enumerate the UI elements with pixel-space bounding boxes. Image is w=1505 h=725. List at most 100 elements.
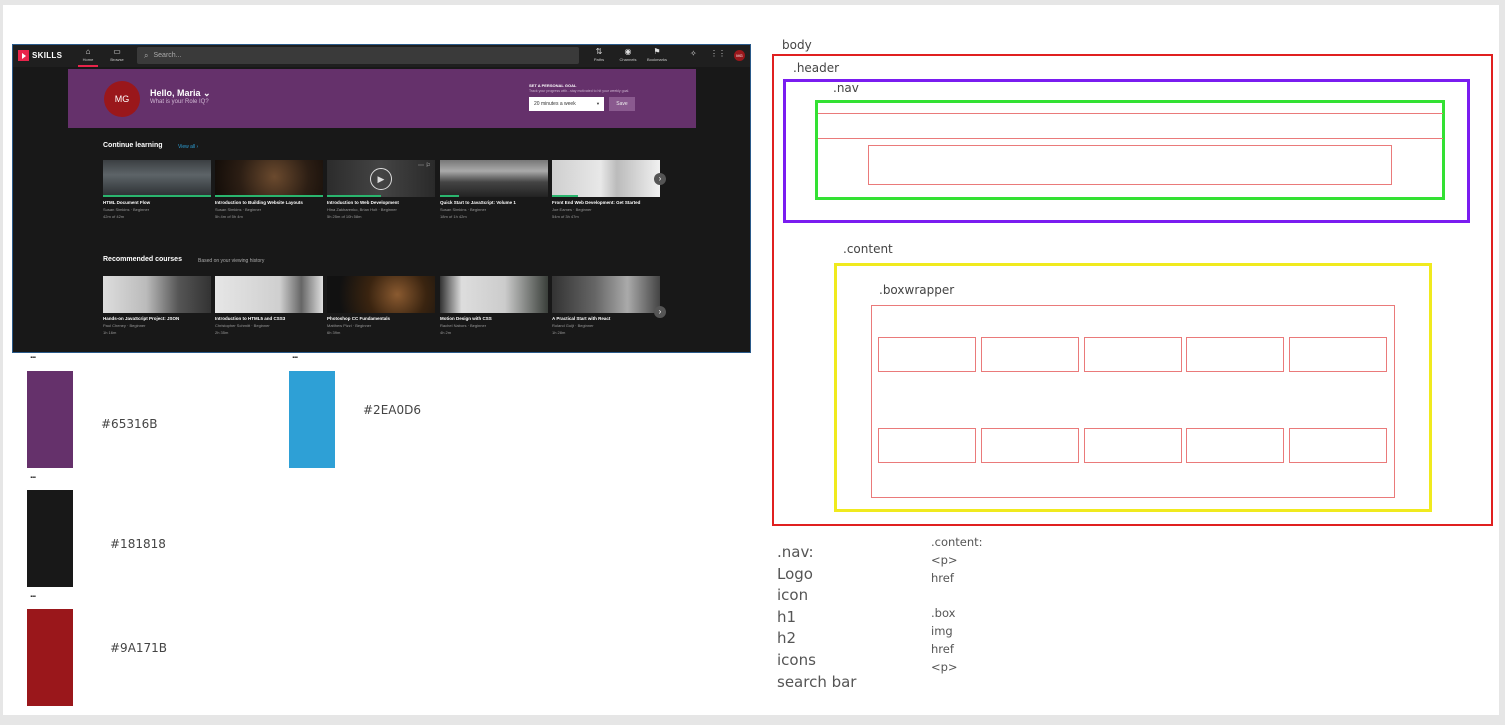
avatar[interactable]: MG [734,50,745,61]
progress-bar [440,195,460,197]
course-thumbnail [215,160,323,197]
course-card[interactable]: Introduction to HTML5 and CSS3 Christoph… [215,276,323,335]
greeting-heading[interactable]: Hello, Maria ⌄ [150,88,211,98]
note-line: href [931,570,954,585]
course-card[interactable]: Photoshop CC Fundamentals Matthew Pizzi … [327,276,435,335]
goal-save-button[interactable]: Save [609,97,635,111]
app-screenshot: SKILLS ⌂ Home ▭ Browse ⌕ Search... ⇅ Pat… [12,44,751,353]
carousel-next-button[interactable]: › [654,173,666,185]
course-card[interactable]: ▶ ⋯ ⚐ Introduction to Web Development Hi… [327,160,435,219]
nav-bookmarks-label: Bookmarks [646,57,667,62]
course-meta: Joe Eames · Beginner [552,207,592,212]
notification-icon[interactable]: ✧ [690,49,697,58]
goal-subtitle: Track your progress with...stay motivate… [529,89,630,93]
note-line: h2 [777,629,797,648]
play-icon[interactable]: ▶ [370,168,392,190]
nav-row-box [818,113,1443,139]
box [981,428,1079,463]
boxwrapper-box [871,305,1395,498]
swatch-menu: ... [30,589,36,600]
box [1084,337,1182,372]
course-title: Motion Design with CSS [440,316,492,321]
more-options-icon[interactable]: ⋯ ⚐ [417,163,431,169]
browse-icon: ▭ [113,47,121,56]
course-card[interactable]: Front End Web Development: Get Started J… [552,160,660,219]
course-meta: Susan Simkins · Beginner [440,207,487,212]
course-card[interactable]: Hands-on JavaScript Project: JSON Paul C… [103,276,211,335]
swatch-menu: ... [292,350,298,361]
goal-title: SET A PERSONAL GOAL [529,83,577,88]
logo[interactable]: SKILLS [18,50,62,61]
course-time: 42m of 42m [103,214,125,219]
goal-select[interactable]: 20 minutes a week▼ [529,97,604,111]
course-thumbnail [440,276,548,313]
brand-name: SKILLS [32,51,63,60]
nav-notes: .nav: Logo icon h1 h2 icons search bar [777,542,856,693]
nav-home[interactable]: ⌂ Home [74,47,102,67]
play-logo-icon [18,50,29,61]
course-meta: Matthew Pizzi · Beginner [327,323,372,328]
course-title: Front End Web Development: Get Started [552,200,641,205]
course-thumbnail [552,160,660,197]
nav-paths-label: Paths [593,57,605,62]
content-notes: .content: <p> href .box img href <p> [931,534,983,676]
search-input[interactable]: ⌕ Search... [137,47,579,64]
course-time: 2h 35m [215,330,229,335]
nav-paths[interactable]: ⇅ Paths [585,47,613,62]
course-card[interactable]: Motion Design with CSS Rachel Nabors · B… [440,276,548,335]
channels-icon: ◉ [624,47,632,56]
course-title: Hands-on JavaScript Project: JSON [103,316,180,321]
recommended-note: Based on your viewing history [198,258,265,264]
course-card[interactable]: Quick Start to JavaScript: Volume 1 Susa… [440,160,548,219]
box [1186,337,1284,372]
nav-bookmarks[interactable]: ⚑ Bookmarks [643,47,671,62]
goal-select-value: 20 minutes a week [534,101,576,107]
view-all-link[interactable]: View all › [178,144,199,150]
note-line [931,587,983,605]
course-title: Quick Start to JavaScript: Volume 1 [440,200,516,205]
paths-icon: ⇅ [595,47,603,56]
course-meta: Susan Simkins · Beginner [215,207,262,212]
course-title: Photoshop CC Fundamentals [327,316,390,321]
apps-grid-icon[interactable]: ⋮⋮ [710,49,726,58]
nav-browse[interactable]: ▭ Browse [103,47,131,62]
course-title: Introduction to HTML5 and CSS3 [215,316,286,321]
course-card[interactable]: HTML Document Flow Susan Simkins · Begin… [103,160,211,219]
course-card[interactable]: Introduction to Building Website Layouts… [215,160,323,219]
course-time: 54m of 3h 47m [552,214,579,219]
course-thumbnail [440,160,548,197]
swatch-menu: ... [30,350,36,361]
search-bar-box [868,145,1392,185]
course-time: 1h 28m [552,330,566,335]
header-box [783,79,1470,223]
box [1186,428,1284,463]
nav-channels-label: Channels [619,57,637,62]
note-line: icon [777,586,809,605]
carousel-next-button[interactable]: › [654,306,666,318]
nav-channels[interactable]: ◉ Channels [614,47,642,62]
box [1289,428,1387,463]
bookmark-icon: ⚑ [653,47,661,56]
color-hex: #2EA0D6 [363,403,421,417]
color-swatch [289,371,335,468]
course-thumbnail [103,276,211,313]
welcome-banner: MG Hello, Maria ⌄ What is your Role IQ? … [68,69,696,128]
label-body: body [782,38,812,52]
home-icon: ⌂ [85,47,91,56]
course-title: Introduction to Web Development [327,200,399,205]
course-time: 6h 39m [327,330,341,335]
note-line: <p> [931,552,958,567]
label-header: .header [793,61,840,75]
course-time: 18m of 1h 42m [440,214,467,219]
course-title: Introduction to Building Website Layouts [215,200,303,205]
course-thumbnail [327,276,435,313]
note-line: .box [931,606,956,621]
label-content: .content [843,242,893,256]
role-iq-subheading[interactable]: What is your Role IQ? [150,99,209,105]
nav-box [815,100,1445,200]
course-meta: Roland Guijt · Beginner [552,323,594,328]
recommended-title: Recommended courses [103,256,182,263]
course-thumbnail: ▶ ⋯ ⚐ [327,160,435,197]
course-card[interactable]: A Practical Start with React Roland Guij… [552,276,660,335]
search-placeholder: Search... [153,52,182,59]
